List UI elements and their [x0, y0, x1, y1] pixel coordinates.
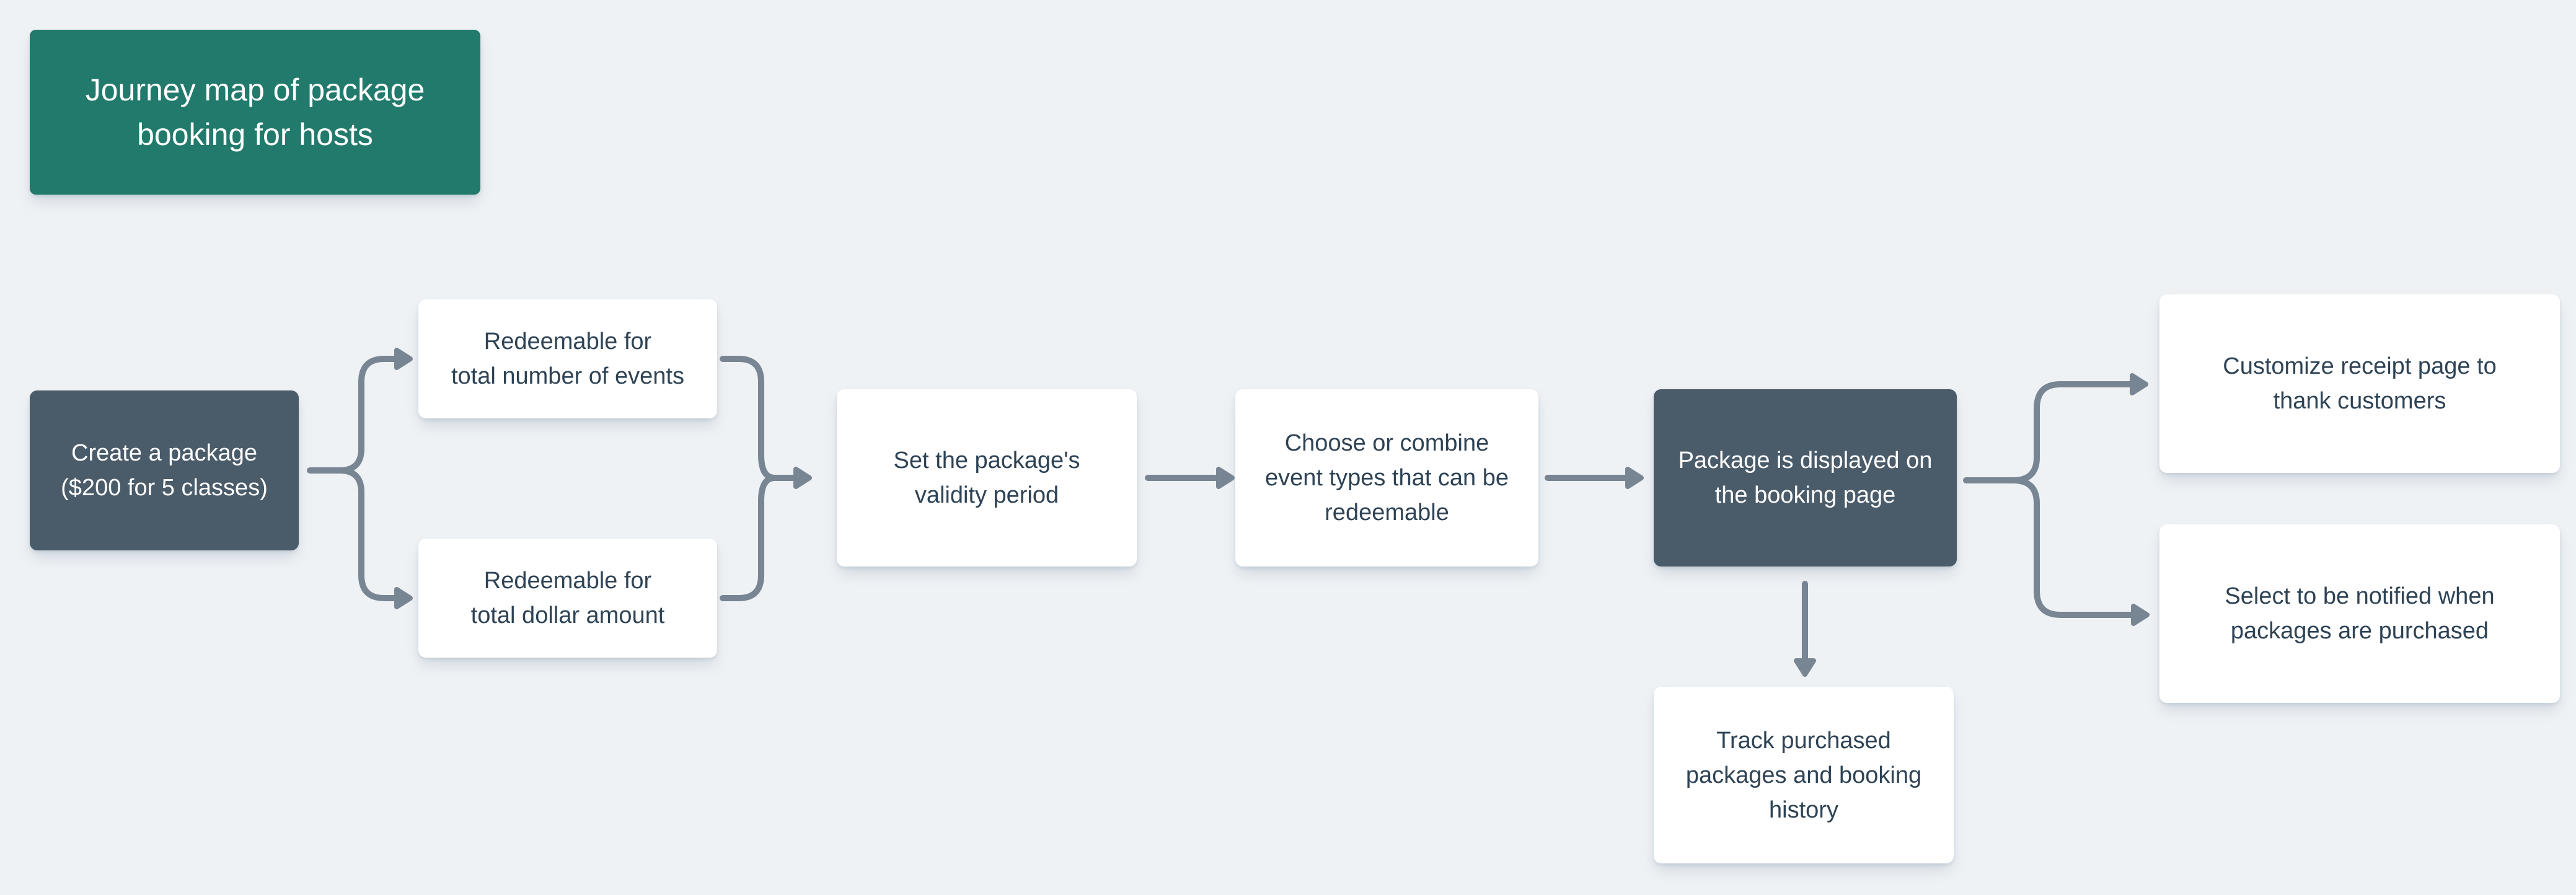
node-notify-purchase[interactable]: Select to be notified when packages are …	[2159, 524, 2560, 703]
node-track-history[interactable]: Track purchased packages and booking his…	[1654, 687, 1954, 863]
node-text-line: thank customers	[2273, 388, 2446, 414]
node-customize-receipt[interactable]: Customize receipt page to thank customer…	[2159, 294, 2560, 473]
node-text-line: total dollar amount	[470, 602, 665, 628]
node-validity-period[interactable]: Set the package's validity period	[837, 389, 1137, 567]
node-text-line: total number of events	[451, 363, 684, 389]
edge-create-to-events	[337, 356, 397, 474]
node-text-line: the booking page	[1714, 482, 1896, 508]
arrow-right-icon	[2131, 604, 2150, 626]
node-text-line: Select to be notified when	[2225, 583, 2495, 609]
node-text-line: Redeemable for	[483, 568, 652, 594]
edge-displayed-to-receipt	[2010, 381, 2133, 483]
edge-displayed-to-notify	[2010, 477, 2134, 618]
node-redeemable-dollars[interactable]: Redeemable for total dollar amount	[418, 539, 717, 658]
node-text-line: Set the package's	[893, 448, 1080, 474]
node-text-line: Customize receipt page to	[2223, 353, 2497, 379]
arrow-right-icon	[394, 348, 413, 370]
edge-dollars-to-validity	[720, 475, 778, 601]
node-package-displayed[interactable]: Package is displayed on the booking page	[1654, 389, 1957, 567]
arrow-right-icon	[394, 587, 413, 609]
node-text-line: redeemable	[1325, 500, 1449, 526]
node-text-line: packages are purchased	[2230, 618, 2489, 644]
node-text-line: Choose or combine	[1284, 430, 1489, 456]
arrow-right-icon	[2130, 373, 2148, 395]
node-text-line: Package is displayed on	[1678, 448, 1933, 474]
arrow-right-icon	[1216, 467, 1235, 489]
node-text-line: Redeemable for	[483, 328, 652, 355]
node-create-package[interactable]: Create a package ($200 for 5 classes)	[30, 390, 299, 550]
node-text-line: Create a package	[71, 440, 257, 466]
node-text-line: packages and booking	[1685, 762, 1922, 788]
arrow-down-icon	[1794, 658, 1816, 677]
node-text-line: ($200 for 5 classes)	[61, 475, 268, 501]
diagram-title-card[interactable]: Journey map of package booking for hosts	[30, 30, 480, 195]
arrow-right-icon	[1625, 467, 1644, 489]
edge-create-to-dollars	[337, 467, 397, 601]
title-line: booking for hosts	[137, 117, 373, 152]
arrow-right-icon	[793, 467, 812, 489]
edge-events-to-validity	[720, 356, 778, 481]
node-text-line: validity period	[914, 482, 1059, 508]
node-text-line: history	[1769, 796, 1838, 823]
node-text-line: Track purchased	[1716, 727, 1891, 754]
title-line: Journey map of package	[85, 73, 425, 107]
node-text-line: event types that can be	[1265, 465, 1509, 491]
node-event-types[interactable]: Choose or combine event types that can b…	[1235, 389, 1538, 567]
node-redeemable-events[interactable]: Redeemable for total number of events	[418, 299, 717, 418]
